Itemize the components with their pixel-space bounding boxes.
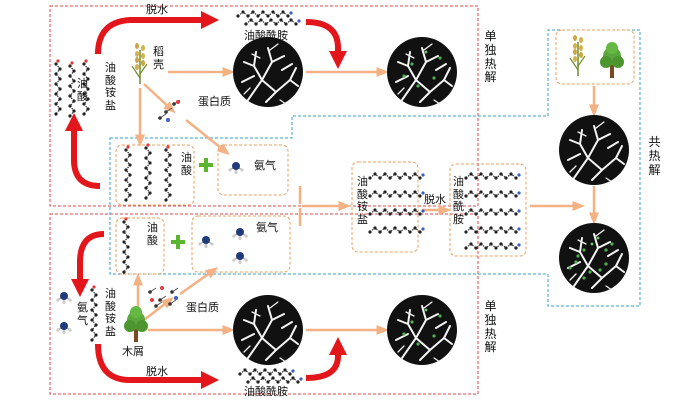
red-arrow-left-down-bottom [71, 231, 105, 297]
protein-molecule-top [157, 99, 181, 122]
label-ammonia-mid-bottom: 氨气 [256, 221, 278, 234]
bottom-separate-pyrolysis-region [49, 213, 479, 395]
protein-molecule-bottom [147, 286, 179, 309]
biochar-co-pyrolysis-bottom [559, 223, 629, 293]
label-dehydration-center: 脱水 [424, 193, 446, 206]
ammonia-box-top [217, 144, 289, 196]
label-protein-top: 蛋白质 [198, 95, 231, 108]
orange-arrow-protein-to-ammonia-bottom [179, 267, 219, 296]
orange-arrow-sawdust-to-protein [143, 296, 174, 321]
ammonium-oleate-box-center [351, 161, 419, 253]
label-sawdust: 木屑 [122, 345, 144, 358]
biochar-husk-top [233, 37, 303, 107]
plus-icon-top [199, 158, 213, 172]
oleamide-molecules-center [463, 171, 522, 251]
tree-icon [124, 306, 148, 342]
feedstock-box-co [555, 29, 635, 85]
orange-arrow-husk-to-protein [143, 83, 176, 114]
top-separate-pyrolysis-region [49, 5, 479, 207]
biochar-nitrogen-bottom [387, 295, 457, 365]
oleamide-molecule-bottom [237, 367, 304, 385]
tree-icon-co [600, 42, 624, 78]
ammonium-oleate-molecules-center [367, 171, 426, 235]
label-oleic-acid-mid-top: 油酸 [181, 151, 192, 177]
label-ammonium-oleate-center: 油酸铵盐 [357, 175, 368, 226]
label-rice-husk: 稻壳 [153, 45, 164, 71]
label-oleic-acid-top-left: 油酸 [77, 77, 88, 103]
biochar-sawdust-bottom [233, 295, 303, 365]
rice-plant-icon [131, 42, 148, 85]
rice-plant-icon-co [569, 34, 586, 77]
label-oleamide-top: 油酸酰胺 [244, 29, 288, 42]
label-ammonium-oleate-bottom-left: 油酸铵盐 [105, 287, 116, 338]
label-ammonia-mid-top: 氨气 [254, 159, 276, 172]
red-arrow-oleamide-up-bottom [305, 337, 347, 381]
label-separate-pyrolysis-bottom: 单独热解 [484, 299, 497, 355]
ammonia-box-bottom [191, 215, 291, 273]
label-co-pyrolysis: 共热解 [648, 135, 661, 177]
ammonium-oleate-molecule-bottom-left [89, 284, 99, 343]
oleic-acid-molecule-mid-bottom [121, 216, 131, 275]
label-oleic-acid-mid-bottom: 油酸 [147, 221, 158, 247]
red-arrow-left-up-top [65, 113, 101, 189]
ammonia-molecule-top [227, 161, 245, 175]
label-oleamide-center: 油酸酰胺 [453, 175, 464, 226]
label-separate-pyrolysis-top: 单独热解 [484, 29, 497, 85]
label-ammonium-oleate-top-left: 油酸铵盐 [105, 61, 116, 112]
oleic-acid-molecules-mid-top [123, 142, 173, 203]
biochar-co-pyrolysis-top [559, 115, 629, 185]
plus-icon-bottom [171, 235, 185, 249]
label-dehydration-top: 脱水 [146, 3, 168, 16]
label-ammonia-bottom-left: 氨气 [77, 301, 88, 327]
red-arrow-oleamide-down-top [305, 19, 347, 69]
ammonia-molecules-bottom [197, 227, 249, 265]
red-arrow-dehydration-top [95, 11, 219, 55]
oleic-acid-box-top [115, 144, 195, 206]
co-pyrolysis-region [109, 29, 641, 307]
biochar-nitrogen-top [387, 37, 457, 107]
ammonia-molecules-bottom-left [55, 291, 73, 335]
red-arrow-dehydration-bottom [95, 343, 219, 389]
oleamide-molecule-top [235, 9, 302, 27]
label-dehydration-bottom: 脱水 [146, 365, 168, 378]
label-oleamide-bottom: 油酸酰胺 [244, 385, 288, 398]
label-protein-bottom: 蛋白质 [186, 301, 219, 314]
orange-arrow-protein-to-ammonia-top [185, 119, 230, 156]
